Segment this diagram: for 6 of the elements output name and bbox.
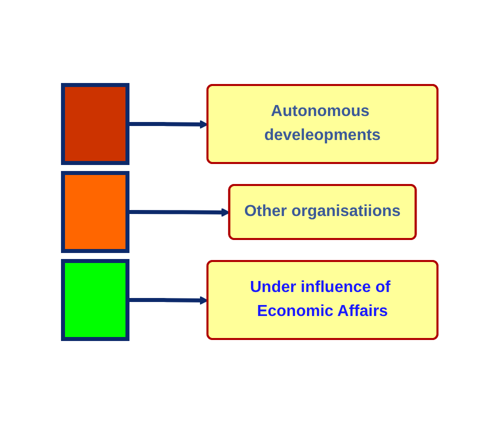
node-box [60, 258, 130, 340]
arrow [127, 296, 208, 304]
arrow [127, 120, 208, 128]
node-box [60, 170, 130, 252]
arrow [127, 208, 230, 216]
node-box [60, 82, 130, 164]
